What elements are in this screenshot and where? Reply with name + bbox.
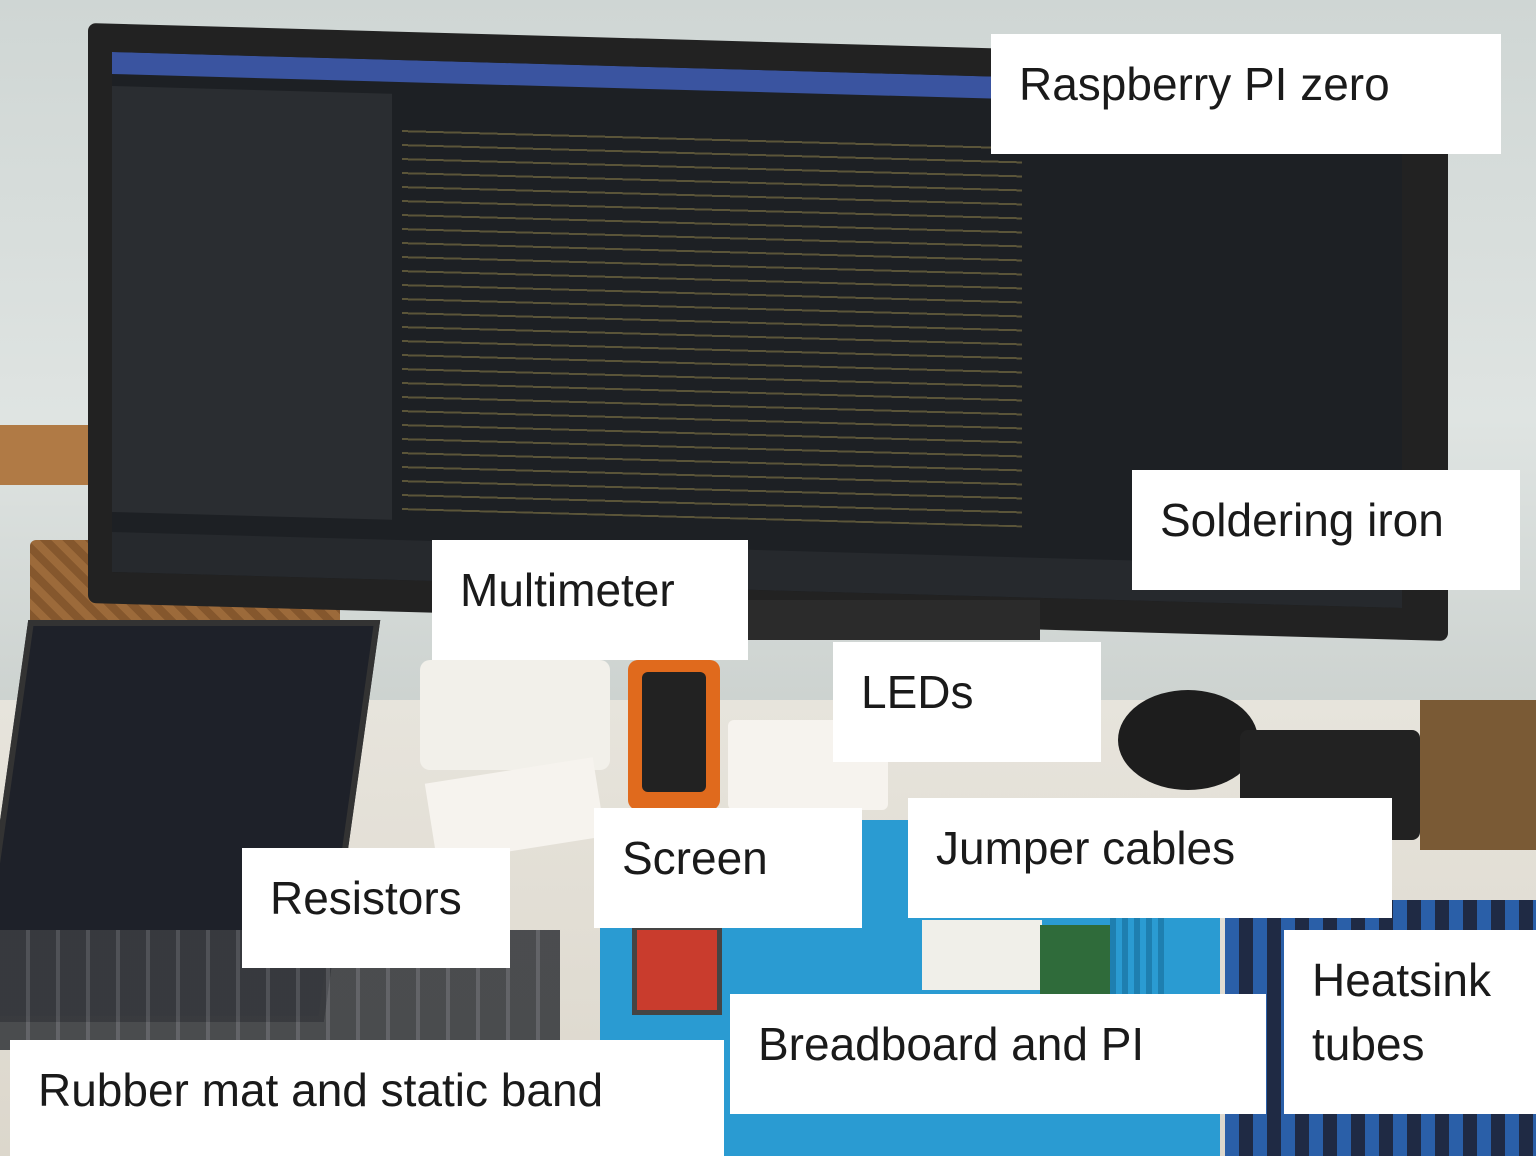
label-resistors: Resistors [242, 848, 510, 968]
label-jumper-cables: Jumper cables [908, 798, 1392, 918]
label-screen: Screen [594, 808, 862, 928]
label-raspberry-pi-zero: Raspberry PI zero [991, 34, 1501, 154]
breadboard [922, 920, 1042, 990]
ide-code-editor [402, 120, 1022, 528]
lcd-screen-module [632, 925, 722, 1015]
monitor-stand [740, 600, 1040, 640]
pen-cup [420, 660, 610, 770]
label-leds: LEDs [833, 642, 1101, 762]
ide-project-tree [112, 85, 392, 520]
label-soldering-iron: Soldering iron [1132, 470, 1520, 590]
raspberry-pi-board [1040, 925, 1110, 995]
multimeter-face [642, 672, 706, 792]
label-rubber-mat-and-static-band: Rubber mat and static band [10, 1040, 724, 1156]
soldering-iron-stand [1118, 690, 1258, 790]
books [1420, 700, 1536, 850]
label-multimeter: Multimeter [432, 540, 748, 660]
label-heatsink-tubes: Heatsink tubes [1284, 930, 1536, 1114]
label-breadboard-and-pi: Breadboard and PI [730, 994, 1266, 1114]
